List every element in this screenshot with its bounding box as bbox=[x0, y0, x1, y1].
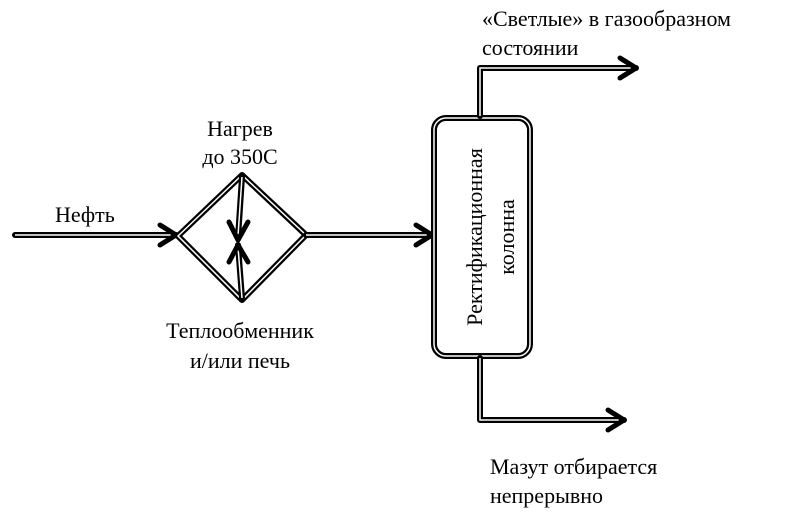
input-label: Нефть bbox=[55, 202, 115, 227]
top-output-arrow bbox=[477, 55, 639, 119]
heating-label-line1: Нагрев bbox=[207, 116, 273, 141]
bottom-output-arrow bbox=[477, 355, 627, 433]
feed-to-column-arrow bbox=[303, 222, 435, 248]
heating-label-line2: до 350С bbox=[202, 144, 277, 169]
column-label-line2: колонна bbox=[494, 199, 519, 275]
top-output-label-line2: состоянии bbox=[482, 35, 579, 60]
exchanger-label-line2: и/или печь bbox=[190, 348, 290, 373]
input-flow-arrow bbox=[12, 222, 179, 248]
top-output-label-line1: «Светлые» в газообразном bbox=[482, 6, 731, 31]
column-label-line1: Ректификационная bbox=[462, 148, 487, 326]
bottom-output-label-line2: непрерывно bbox=[490, 483, 603, 508]
bottom-output-label-line1: Мазут отбирается bbox=[490, 454, 657, 479]
exchanger-label-line1: Теплообменник bbox=[166, 318, 314, 343]
heat-exchanger-symbol bbox=[175, 172, 309, 303]
